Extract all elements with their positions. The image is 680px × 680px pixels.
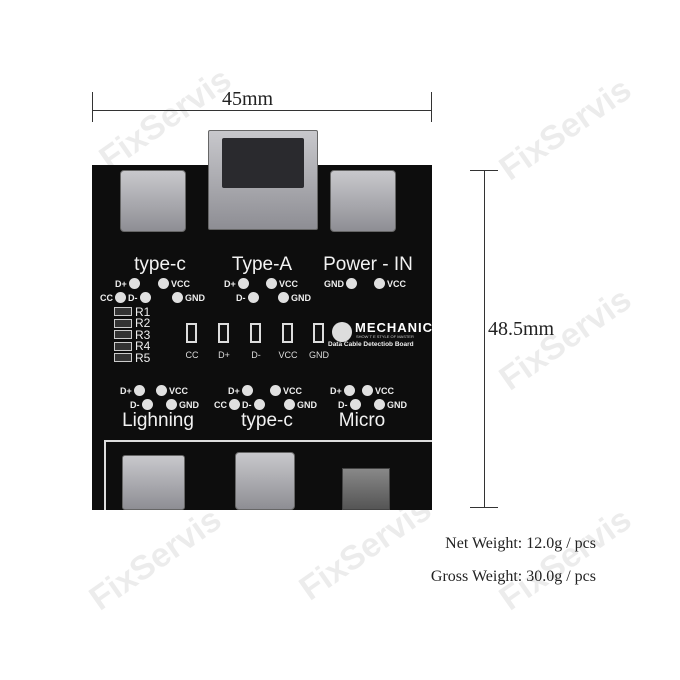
lightning-port: [122, 455, 185, 510]
led-dminus: [250, 323, 261, 343]
pin-dplus: D+: [120, 385, 145, 396]
type-c-port-bottom: [235, 452, 295, 510]
label-micro: Micro: [338, 410, 386, 431]
pin-vcc: VCC: [374, 278, 406, 289]
pin-gnd: GND: [166, 399, 199, 410]
pin-vcc: VCC: [270, 385, 302, 396]
pin-dplus: D+: [115, 278, 140, 289]
brand-tagline: SHOW T E STYLE OF MASTER: [356, 334, 414, 339]
led-label: CC: [185, 350, 199, 360]
dim-tick: [431, 92, 432, 122]
pin-dminus: D-: [236, 292, 259, 303]
pin-gnd: GND: [284, 399, 317, 410]
label-type-c-bottom: type-c: [241, 410, 293, 431]
resistor: R5: [114, 351, 150, 365]
pin-vcc: VCC: [266, 278, 298, 289]
resistor-list: R1 R2 R3 R4 R5: [114, 305, 150, 365]
watermark: FixServis: [82, 500, 229, 619]
pin-vcc: VCC: [158, 278, 190, 289]
resistor: R2: [114, 316, 150, 330]
resistor: R1: [114, 305, 150, 319]
pin-vcc: VCC: [362, 385, 394, 396]
led-label: VCC: [278, 350, 298, 360]
pin-gnd: GND: [324, 278, 357, 289]
gross-weight: Gross Weight: 30.0g / pcs: [430, 568, 596, 585]
label-type-a: Type-A: [231, 254, 293, 275]
pin-dplus: D+: [228, 385, 253, 396]
dim-tick: [92, 92, 93, 122]
micro-usb-port: [342, 468, 390, 510]
led-label: D-: [251, 350, 261, 360]
pin-dplus: D+: [224, 278, 249, 289]
led-cc: [186, 323, 197, 343]
led-gnd: [313, 323, 324, 343]
pin-gnd: GND: [278, 292, 311, 303]
height-dimension-line: [484, 170, 485, 508]
board-name: Data Cable Detectiob Board: [328, 341, 414, 348]
resistor: R3: [114, 328, 150, 342]
pin-dminus: D-: [130, 399, 153, 410]
pin-gnd: GND: [374, 399, 407, 410]
dim-tick: [470, 507, 498, 508]
led-label: D+: [218, 350, 230, 360]
height-label: 48.5mm: [488, 318, 555, 340]
label-type-c-top: type-c: [134, 254, 186, 275]
width-label: 45mm: [222, 88, 274, 110]
label-lightning: Lighning: [122, 410, 194, 431]
mechanic-logo-icon: [332, 322, 352, 342]
type-c-port-top: [120, 170, 186, 232]
pin-dminus: D-: [338, 399, 361, 410]
watermark: FixServis: [492, 500, 639, 619]
watermark: FixServis: [492, 70, 639, 189]
brand-name: MECHANIC: [355, 320, 434, 335]
dim-tick: [470, 170, 498, 171]
net-weight: Net Weight: 12.0g / pcs: [445, 535, 596, 552]
usb-a-tongue: [222, 138, 304, 188]
pin-dplus: D+: [330, 385, 355, 396]
label-power-in: Power - IN: [323, 254, 413, 275]
connector-area: [104, 440, 432, 510]
led-label: GND: [309, 350, 329, 360]
pin-gnd: GND: [172, 292, 205, 303]
led-vcc: [282, 323, 293, 343]
width-dimension-line: [92, 110, 432, 111]
type-c-power-port: [330, 170, 396, 232]
pin-vcc: VCC: [156, 385, 188, 396]
resistor: R4: [114, 339, 150, 353]
led-dplus: [218, 323, 229, 343]
